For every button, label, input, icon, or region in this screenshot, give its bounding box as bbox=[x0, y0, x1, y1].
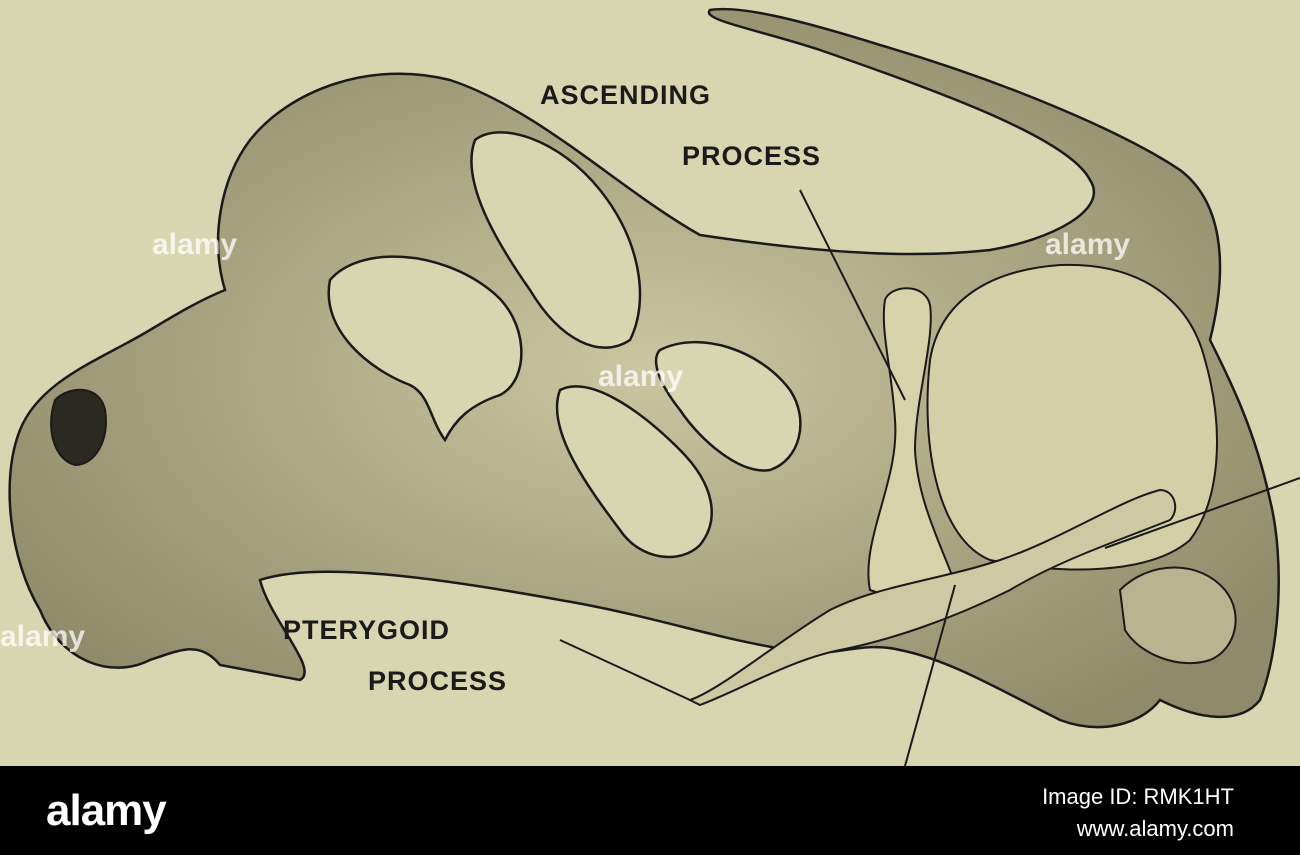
watermark-bottom: alamy bbox=[0, 620, 85, 654]
ascending-label-line2: PROCESS bbox=[682, 143, 821, 170]
watermark-left: alamy bbox=[152, 228, 237, 262]
stock-footer-bar: alamy Image ID: RMK1HT www.alamy.com bbox=[0, 766, 1300, 855]
pterygoid-pointer-line bbox=[560, 640, 690, 700]
pterygoid-label-line2: PROCESS bbox=[368, 668, 507, 695]
brand-logo[interactable]: alamy bbox=[46, 786, 166, 836]
pterygoid-label: PTERYGOID bbox=[283, 617, 450, 644]
site-url[interactable]: www.alamy.com bbox=[1077, 816, 1234, 842]
watermark-right: alamy bbox=[1045, 228, 1130, 262]
image-id: Image ID: RMK1HT bbox=[1042, 784, 1234, 810]
ascending-label: ASCENDING bbox=[540, 82, 711, 109]
watermark-center: alamy bbox=[598, 360, 683, 394]
skull-illustration-plate: ASCENDING PROCESS PTERYGOID PROCESS alam… bbox=[0, 0, 1300, 766]
